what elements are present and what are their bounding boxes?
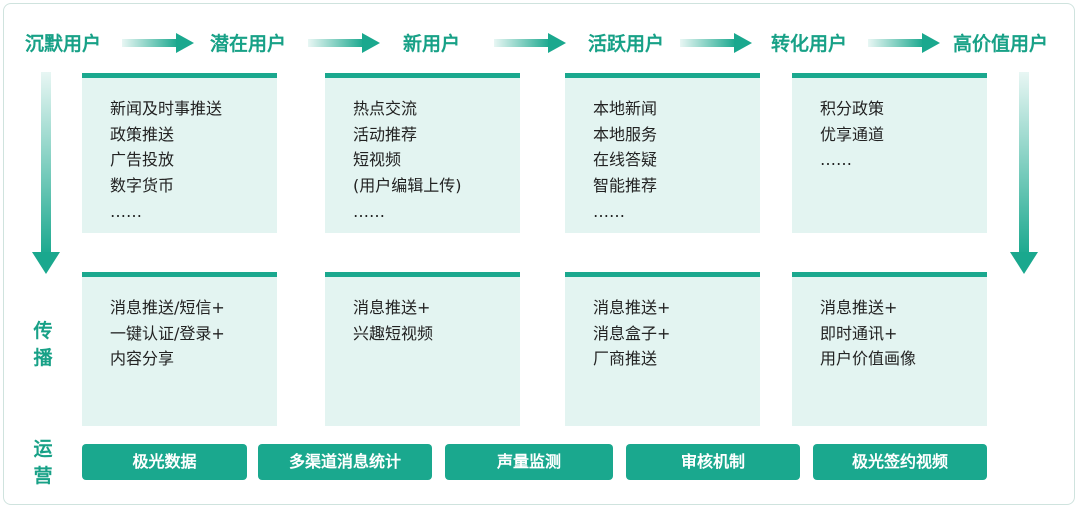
ops-item-jiguang-data: 极光数据 xyxy=(82,444,247,480)
card-line: 广告投放 xyxy=(110,150,175,170)
card-line: 消息推送/短信+ xyxy=(110,298,225,317)
card-line: 消息推送+ xyxy=(353,298,431,317)
ops-item-review-mechanism: 审核机制 xyxy=(626,444,800,480)
ops-label: 运 营 xyxy=(30,436,56,490)
card-line: 内容分享 xyxy=(110,349,175,369)
stage-high-value-users: 高价值用户 xyxy=(953,33,1049,55)
content-card: 本地新闻 本地服务 在线答疑 智能推荐 …… xyxy=(565,73,760,233)
card-line: 热点交流 xyxy=(353,99,418,118)
card-line: 厂商推送 xyxy=(593,349,658,369)
card-line: 一键认证/登录+ xyxy=(110,323,225,343)
content-card: 新闻及时事推送 政策推送 广告投放 数字货币 …… xyxy=(82,73,277,233)
card-line: 消息推送+ xyxy=(593,298,671,317)
card-line: 即时通讯+ xyxy=(820,323,898,343)
flow-arrow-icon xyxy=(308,33,380,53)
content-card: 热点交流 活动推荐 短视频 (用户编辑上传) …… xyxy=(325,73,520,233)
card-line: 用户价值画像 xyxy=(820,349,917,369)
spread-label-char: 播 xyxy=(33,347,53,369)
ops-item-multichannel-stats: 多渠道消息统计 xyxy=(258,444,432,480)
spread-card: 消息推送+ 即时通讯+ 用户价值画像 xyxy=(792,272,987,426)
card-line: 消息推送+ xyxy=(820,298,898,317)
flow-arrow-icon xyxy=(494,33,566,53)
flow-arrow-icon xyxy=(680,33,752,53)
card-line: 活动推荐 xyxy=(353,124,418,144)
diagram-frame xyxy=(3,3,1075,505)
stage-potential-users: 潜在用户 xyxy=(210,33,287,55)
stage-active-users: 活跃用户 xyxy=(588,33,665,55)
spread-card: 消息推送+ 兴趣短视频 xyxy=(325,272,520,426)
ops-item-volume-monitor: 声量监测 xyxy=(445,444,613,480)
card-line: 新闻及时事推送 xyxy=(110,99,223,118)
card-line: 政策推送 xyxy=(110,124,175,144)
card-line: 智能推荐 xyxy=(593,176,658,196)
flow-arrow-icon xyxy=(868,33,940,53)
stage-new-users: 新用户 xyxy=(403,33,461,55)
spread-card: 消息推送+ 消息盒子+ 厂商推送 xyxy=(565,272,760,426)
card-line: …… xyxy=(593,201,625,221)
card-line: 在线答疑 xyxy=(593,150,658,170)
card-line: …… xyxy=(820,150,852,170)
spread-label-char: 传 xyxy=(33,320,53,342)
down-arrow-icon xyxy=(1010,72,1038,274)
card-line: 优享通道 xyxy=(820,124,885,144)
ops-label-char: 运 xyxy=(33,438,53,460)
flow-arrow-icon xyxy=(122,33,194,53)
card-line: (用户编辑上传) xyxy=(353,176,462,196)
card-line: …… xyxy=(353,201,385,221)
stage-converted-users: 转化用户 xyxy=(771,33,848,55)
ops-item-signed-video: 极光签约视频 xyxy=(813,444,987,480)
card-line: 兴趣短视频 xyxy=(353,323,434,343)
card-line: 本地服务 xyxy=(593,124,658,144)
card-line: 数字货币 xyxy=(110,176,175,196)
card-line: 消息盒子+ xyxy=(593,323,671,343)
card-line: …… xyxy=(110,201,142,221)
card-line: 本地新闻 xyxy=(593,99,658,118)
ops-label-char: 营 xyxy=(33,465,53,487)
spread-card: 消息推送/短信+ 一键认证/登录+ 内容分享 xyxy=(82,272,277,426)
down-arrow-icon xyxy=(32,72,60,274)
stage-silent-users: 沉默用户 xyxy=(25,33,102,55)
spread-label: 传 播 xyxy=(30,318,56,372)
card-line: 短视频 xyxy=(353,150,402,170)
content-card: 积分政策 优享通道 …… xyxy=(792,73,987,233)
card-line: 积分政策 xyxy=(820,99,885,118)
